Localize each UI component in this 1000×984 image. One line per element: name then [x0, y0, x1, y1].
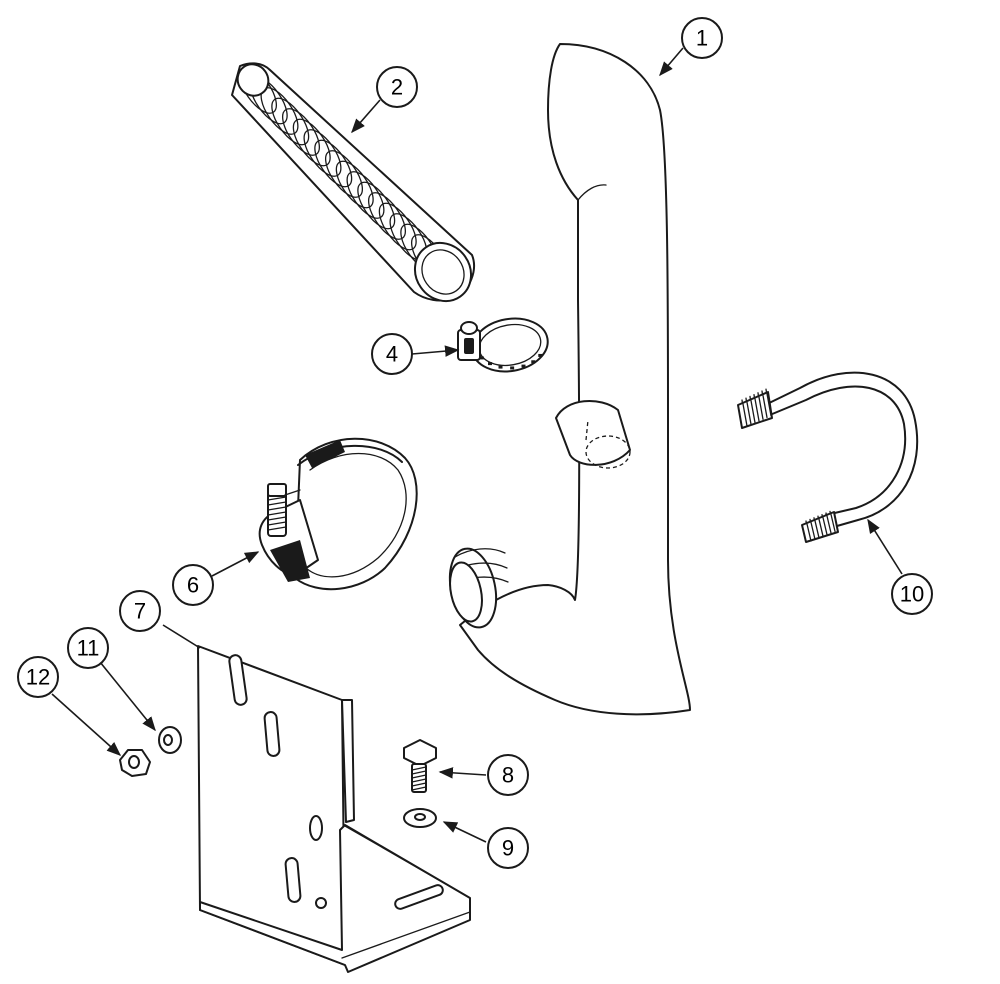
callout-6-label: 6	[187, 573, 199, 598]
callout-7: 7	[119, 590, 161, 632]
callout-12-label: 12	[26, 665, 50, 690]
callout-10: 10	[891, 573, 933, 615]
part-bolt	[403, 739, 437, 793]
part-flexible-hose	[231, 62, 475, 303]
part-hose-clamp	[457, 317, 549, 373]
callout-12: 12	[17, 656, 59, 698]
callout-1-label: 1	[696, 26, 708, 51]
callout-9-label: 9	[502, 836, 514, 861]
callout-9: 9	[487, 827, 529, 869]
part-lock-washer	[158, 726, 182, 754]
callout-8: 8	[487, 754, 529, 796]
callout-10-label: 10	[900, 582, 924, 607]
callout-8-label: 8	[502, 763, 514, 788]
part-u-bolt	[737, 371, 919, 543]
u-bolt-threads	[737, 388, 839, 543]
callout-6: 6	[172, 564, 214, 606]
callout-4-label: 4	[386, 342, 398, 367]
part-mounting-bracket	[197, 645, 471, 973]
part-washer	[403, 808, 437, 828]
clamp-band-slots	[479, 353, 543, 370]
pipe-outlet-collar	[448, 547, 509, 629]
callout-4: 4	[371, 333, 413, 375]
callout-11: 11	[67, 627, 109, 669]
bolt-threads	[411, 766, 427, 791]
callout-2: 2	[376, 66, 418, 108]
part-exhaust-pipe	[448, 43, 691, 716]
part-nut	[119, 749, 151, 777]
pipe-mounting-boss	[555, 399, 631, 469]
clamp-bolt-threads	[267, 496, 287, 531]
callout-11-label: 11	[77, 636, 100, 661]
leader-lines	[51, 47, 903, 843]
callout-2-label: 2	[391, 75, 403, 100]
callout-7-label: 7	[134, 599, 146, 624]
callout-1: 1	[681, 17, 723, 59]
part-band-clamp	[258, 437, 418, 591]
